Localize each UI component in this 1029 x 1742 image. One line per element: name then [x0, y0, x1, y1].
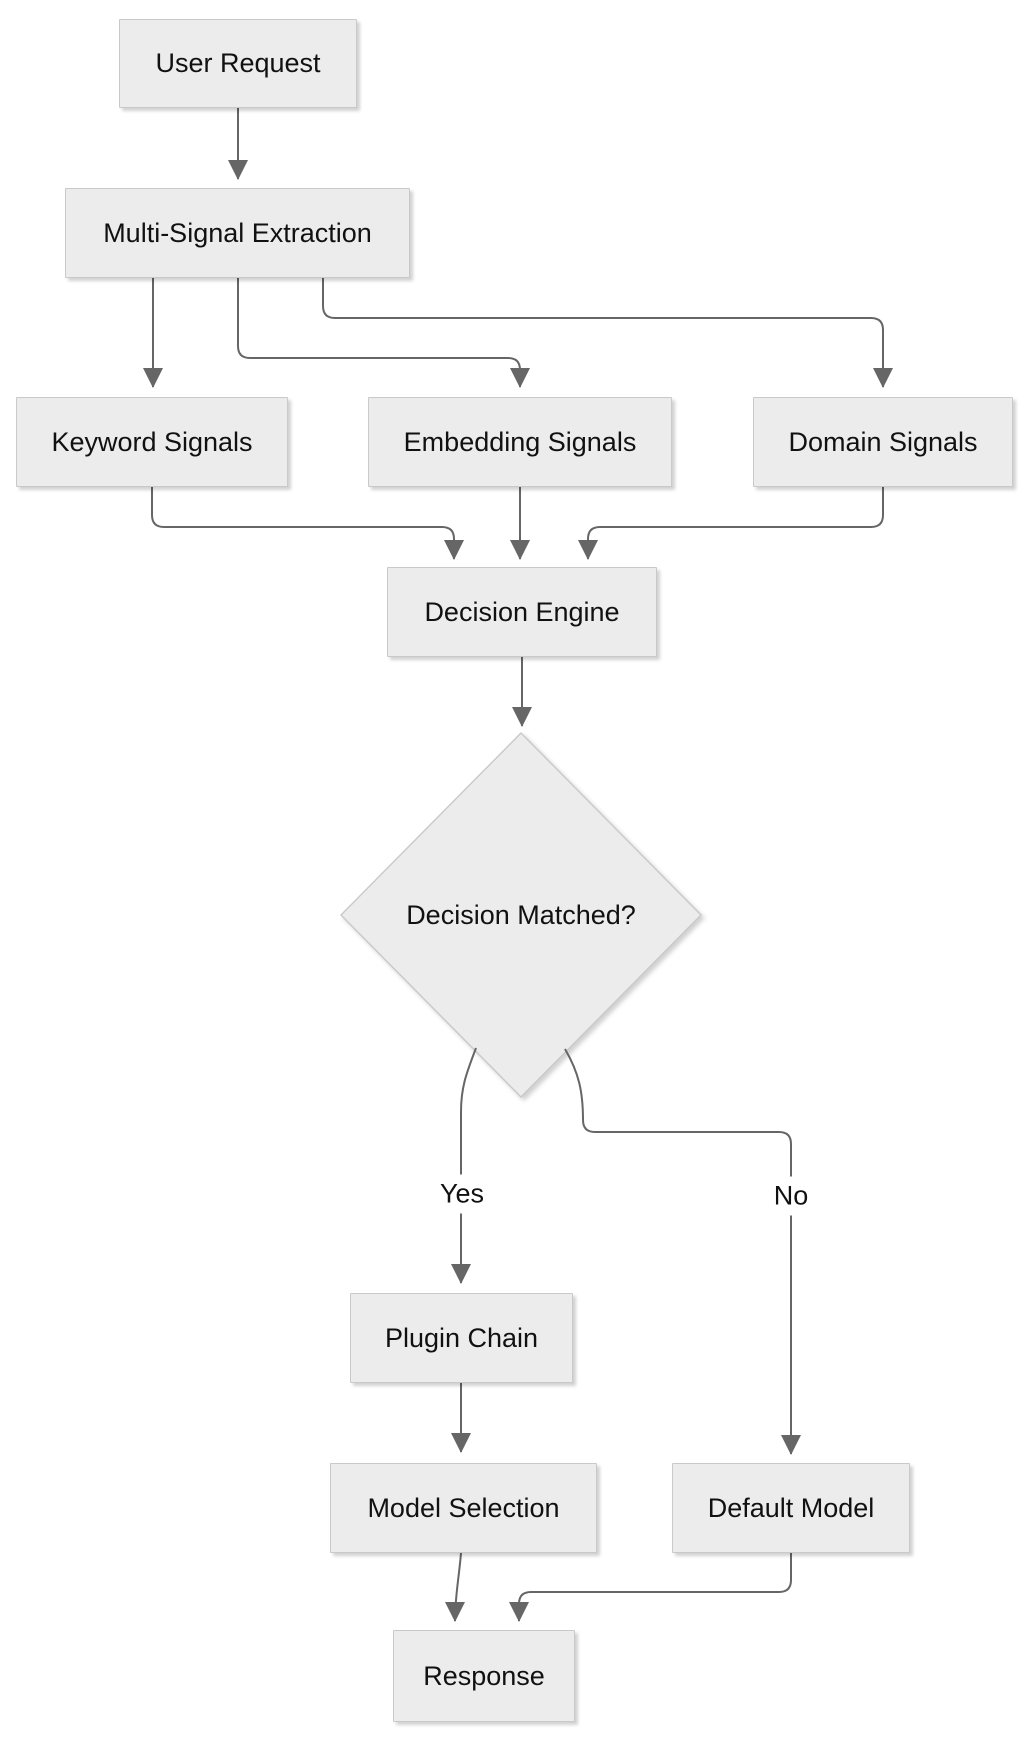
- edge-label-no: No: [763, 1176, 819, 1216]
- node-user-request: User Request: [119, 19, 357, 108]
- edge-default-model-to-response: [509, 1552, 792, 1622]
- edge-model-selection-to-response: [445, 1552, 466, 1622]
- edge-multi-signal-to-embedding: [237, 278, 530, 388]
- node-decision-matched-label: Decision Matched?: [406, 899, 636, 930]
- node-multi-signal-extraction: Multi-Signal Extraction: [65, 188, 410, 278]
- node-default-model: Default Model: [672, 1463, 910, 1553]
- node-embedding-signals: Embedding Signals: [368, 397, 672, 487]
- edge-domain-to-decision-engine: [578, 487, 884, 560]
- edge-diamond-no-to-default-model: [564, 1048, 801, 1455]
- edge-multi-signal-to-domain: [322, 278, 893, 388]
- edge-label-yes: Yes: [429, 1174, 495, 1214]
- edge-keyword-to-decision-engine: [151, 487, 464, 560]
- node-decision-engine: Decision Engine: [387, 567, 657, 657]
- node-domain-signals: Domain Signals: [753, 397, 1013, 487]
- node-plugin-chain: Plugin Chain: [350, 1293, 573, 1383]
- decision-diamond-shape: [340, 732, 702, 1098]
- node-model-selection: Model Selection: [330, 1463, 597, 1553]
- node-keyword-signals: Keyword Signals: [16, 397, 288, 487]
- edge-diamond-yes-to-plugin-chain: [451, 1047, 477, 1284]
- node-response: Response: [393, 1630, 575, 1722]
